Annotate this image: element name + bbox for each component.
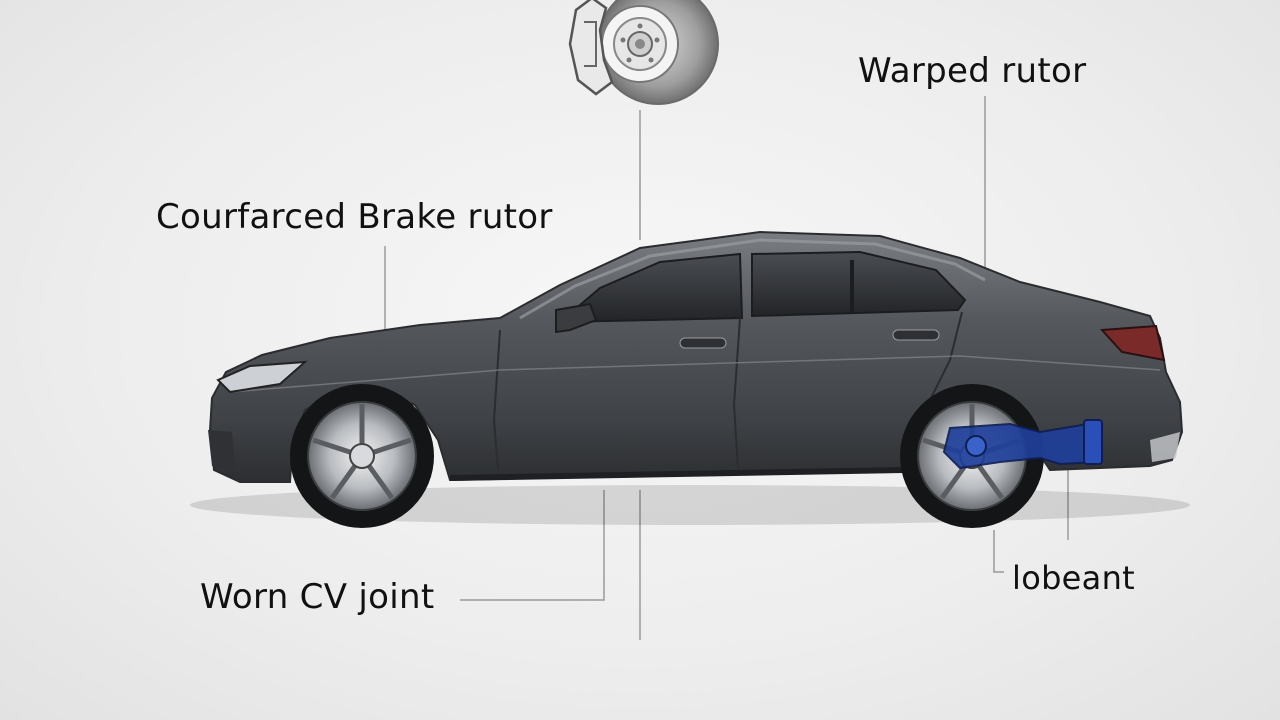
label-warped-rotor: Warped rutor (858, 51, 1087, 91)
label-bottom-right: lobeant (1012, 559, 1136, 597)
highlighted-suspension-part (942, 419, 1103, 470)
label-cv-joint: Worn CV joint (200, 577, 435, 617)
front-wheel (290, 384, 434, 528)
leader-line-cv-joint (460, 490, 605, 601)
brake-rotor-icon (568, 0, 719, 105)
label-brake-rotor: Courfarced Brake rutor (156, 197, 553, 237)
leader-line-right-b (993, 530, 1004, 573)
